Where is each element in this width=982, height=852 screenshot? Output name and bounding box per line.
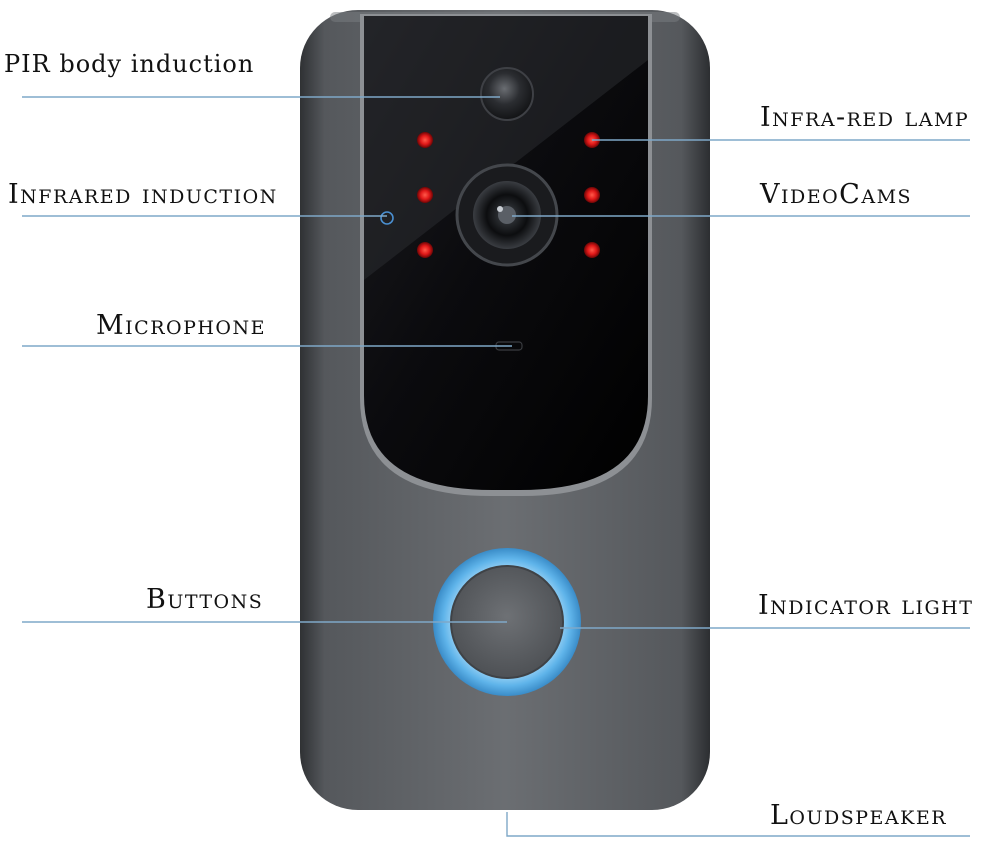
label-buttons: Buttons: [146, 584, 263, 615]
doorbell-device: [300, 10, 710, 810]
ir-led: [417, 132, 433, 148]
pir-sensor-rim: [480, 67, 534, 121]
label-infrared-lamp: Infra-red lamp: [760, 102, 969, 133]
leader-loudspeaker: [506, 812, 970, 837]
label-indicator-light: Indicator light: [758, 590, 973, 621]
label-pir: PIR body induction: [4, 50, 254, 78]
label-microphone: Microphone: [96, 310, 266, 341]
ir-led: [584, 187, 600, 203]
label-loudspeaker: Loudspeaker: [770, 800, 947, 831]
leader-lines: [22, 96, 970, 837]
infrared-sensor: [380, 211, 394, 225]
ir-led: [584, 242, 600, 258]
ir-led: [417, 187, 433, 203]
camera-lens-glint: [497, 206, 503, 212]
pir-sensor: [481, 68, 533, 120]
label-infrared-induction: Infrared induction: [8, 179, 278, 210]
label-videocams: VideoCams: [759, 179, 912, 210]
ir-led: [417, 242, 433, 258]
glass-reflection: [364, 16, 648, 280]
labels: PIR body induction Infrared induction Mi…: [4, 50, 973, 831]
